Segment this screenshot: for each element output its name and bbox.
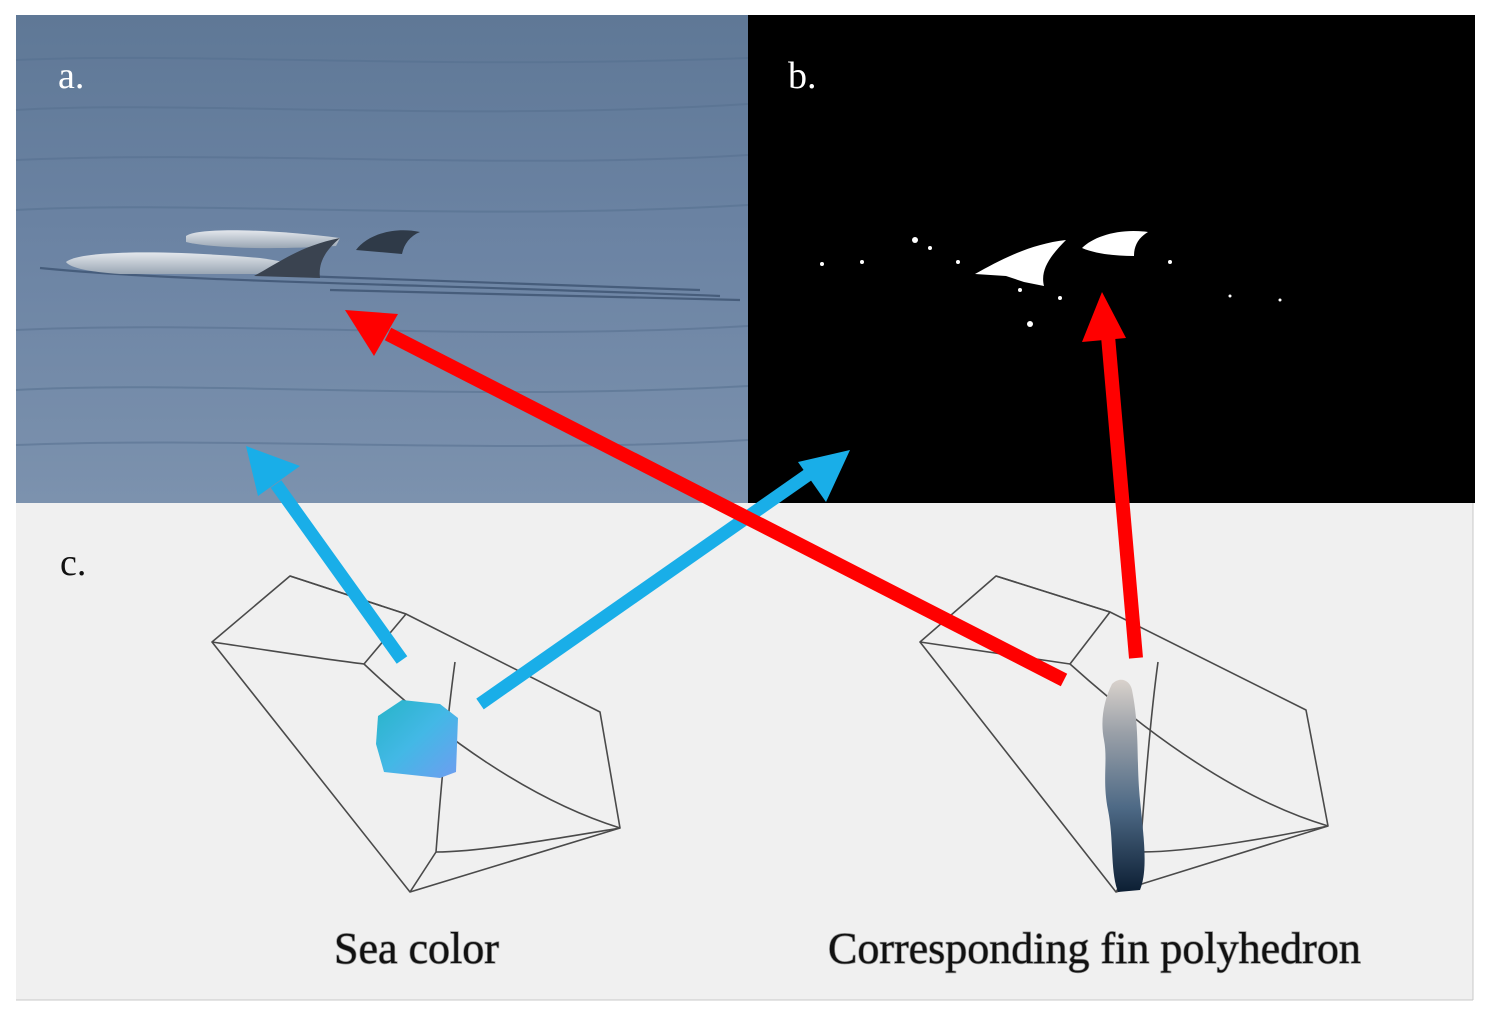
panel-a-photo: a. [15, 15, 749, 503]
dolphin-front-fin [254, 238, 340, 278]
fin-polyhedron-caption: Corresponding fin polyhedron [828, 924, 1361, 973]
sea-arrow-to-photo [246, 446, 408, 664]
water-ripples [15, 56, 749, 447]
mask-fin-back [1082, 230, 1148, 256]
panel-a-label: a. [58, 55, 84, 97]
dolphin-wake [39, 266, 741, 302]
fin-polyhedron [1102, 679, 1145, 892]
fin-arrow-to-mask [1082, 292, 1143, 659]
panel-c-color-space: c. Sea color Corresponding fin polyhedro… [16, 503, 1474, 1001]
mask-noise [820, 237, 1282, 327]
sea-color-caption: Sea color [334, 924, 499, 973]
panel-c-label: c. [60, 542, 86, 584]
panel-b-label: b. [788, 55, 817, 97]
sea-color-arrows [246, 446, 850, 710]
dolphin-front-body [66, 252, 320, 274]
fin-arrow-to-photo [345, 310, 1068, 687]
dolphin-back [186, 230, 420, 254]
dolphin-back-fin [356, 230, 420, 254]
dolphin-front [66, 238, 340, 278]
sea-color-polyhedron [376, 700, 458, 778]
mask-fin-front [975, 240, 1066, 286]
panel-c-background [16, 503, 1473, 1000]
sea-arrow-to-mask [476, 450, 850, 710]
fin-polyhedron-arrows [345, 292, 1143, 687]
dolphin-back-body [186, 230, 340, 249]
